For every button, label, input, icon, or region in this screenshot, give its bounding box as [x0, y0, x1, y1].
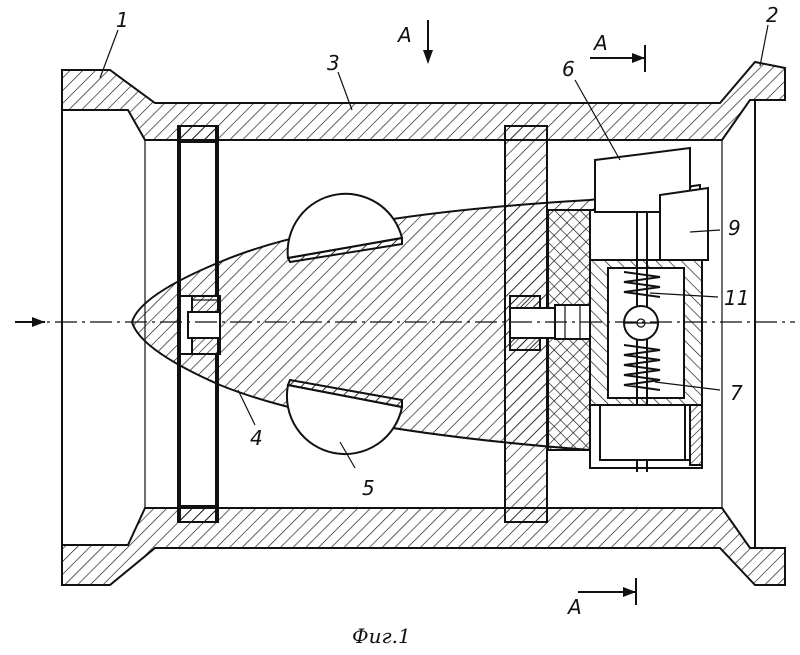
label-part-1: 1 [116, 8, 129, 32]
figure-caption: Фиг.1 [352, 624, 411, 648]
label-part-3: 3 [327, 51, 340, 75]
front-bearing [180, 296, 220, 354]
section-mark-bottom: A [566, 595, 582, 619]
label-part-9: 9 [728, 216, 741, 240]
label-part-7: 7 [730, 381, 743, 405]
section-mark-upper-right: A [592, 31, 608, 55]
section-mark-top: A [396, 23, 412, 47]
part-9-plate [660, 188, 708, 260]
control-mechanism [590, 148, 708, 472]
label-part-5: 5 [362, 476, 375, 500]
housing-bottom-wall [62, 508, 785, 585]
label-part-6: 6 [562, 57, 575, 81]
label-part-2: 2 [766, 3, 779, 27]
housing-top-wall [62, 62, 785, 140]
label-part-11: 11 [724, 286, 749, 310]
label-part-4: 4 [250, 426, 263, 450]
